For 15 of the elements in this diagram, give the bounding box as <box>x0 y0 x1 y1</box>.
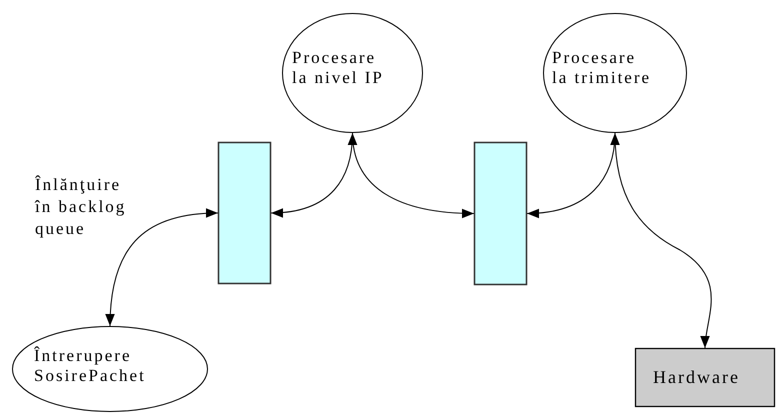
ellipse-node <box>12 326 208 412</box>
process-label: Procesare la nivel IP <box>292 48 385 88</box>
ellipse-node <box>543 13 687 133</box>
arrow <box>614 132 712 348</box>
double-arrow <box>526 132 620 218</box>
ellipse-node <box>282 13 423 133</box>
arrow <box>352 132 474 218</box>
queue-rect <box>218 142 271 284</box>
queue-rect <box>474 142 527 285</box>
hardware-label: Hardware <box>653 367 741 387</box>
double-arrow <box>106 208 218 326</box>
hardware-box <box>635 348 775 407</box>
double-arrow <box>270 132 357 218</box>
process-label: Întrerupere SosirePachet <box>34 346 147 386</box>
process-label: Procesare la trimitere <box>552 48 652 88</box>
